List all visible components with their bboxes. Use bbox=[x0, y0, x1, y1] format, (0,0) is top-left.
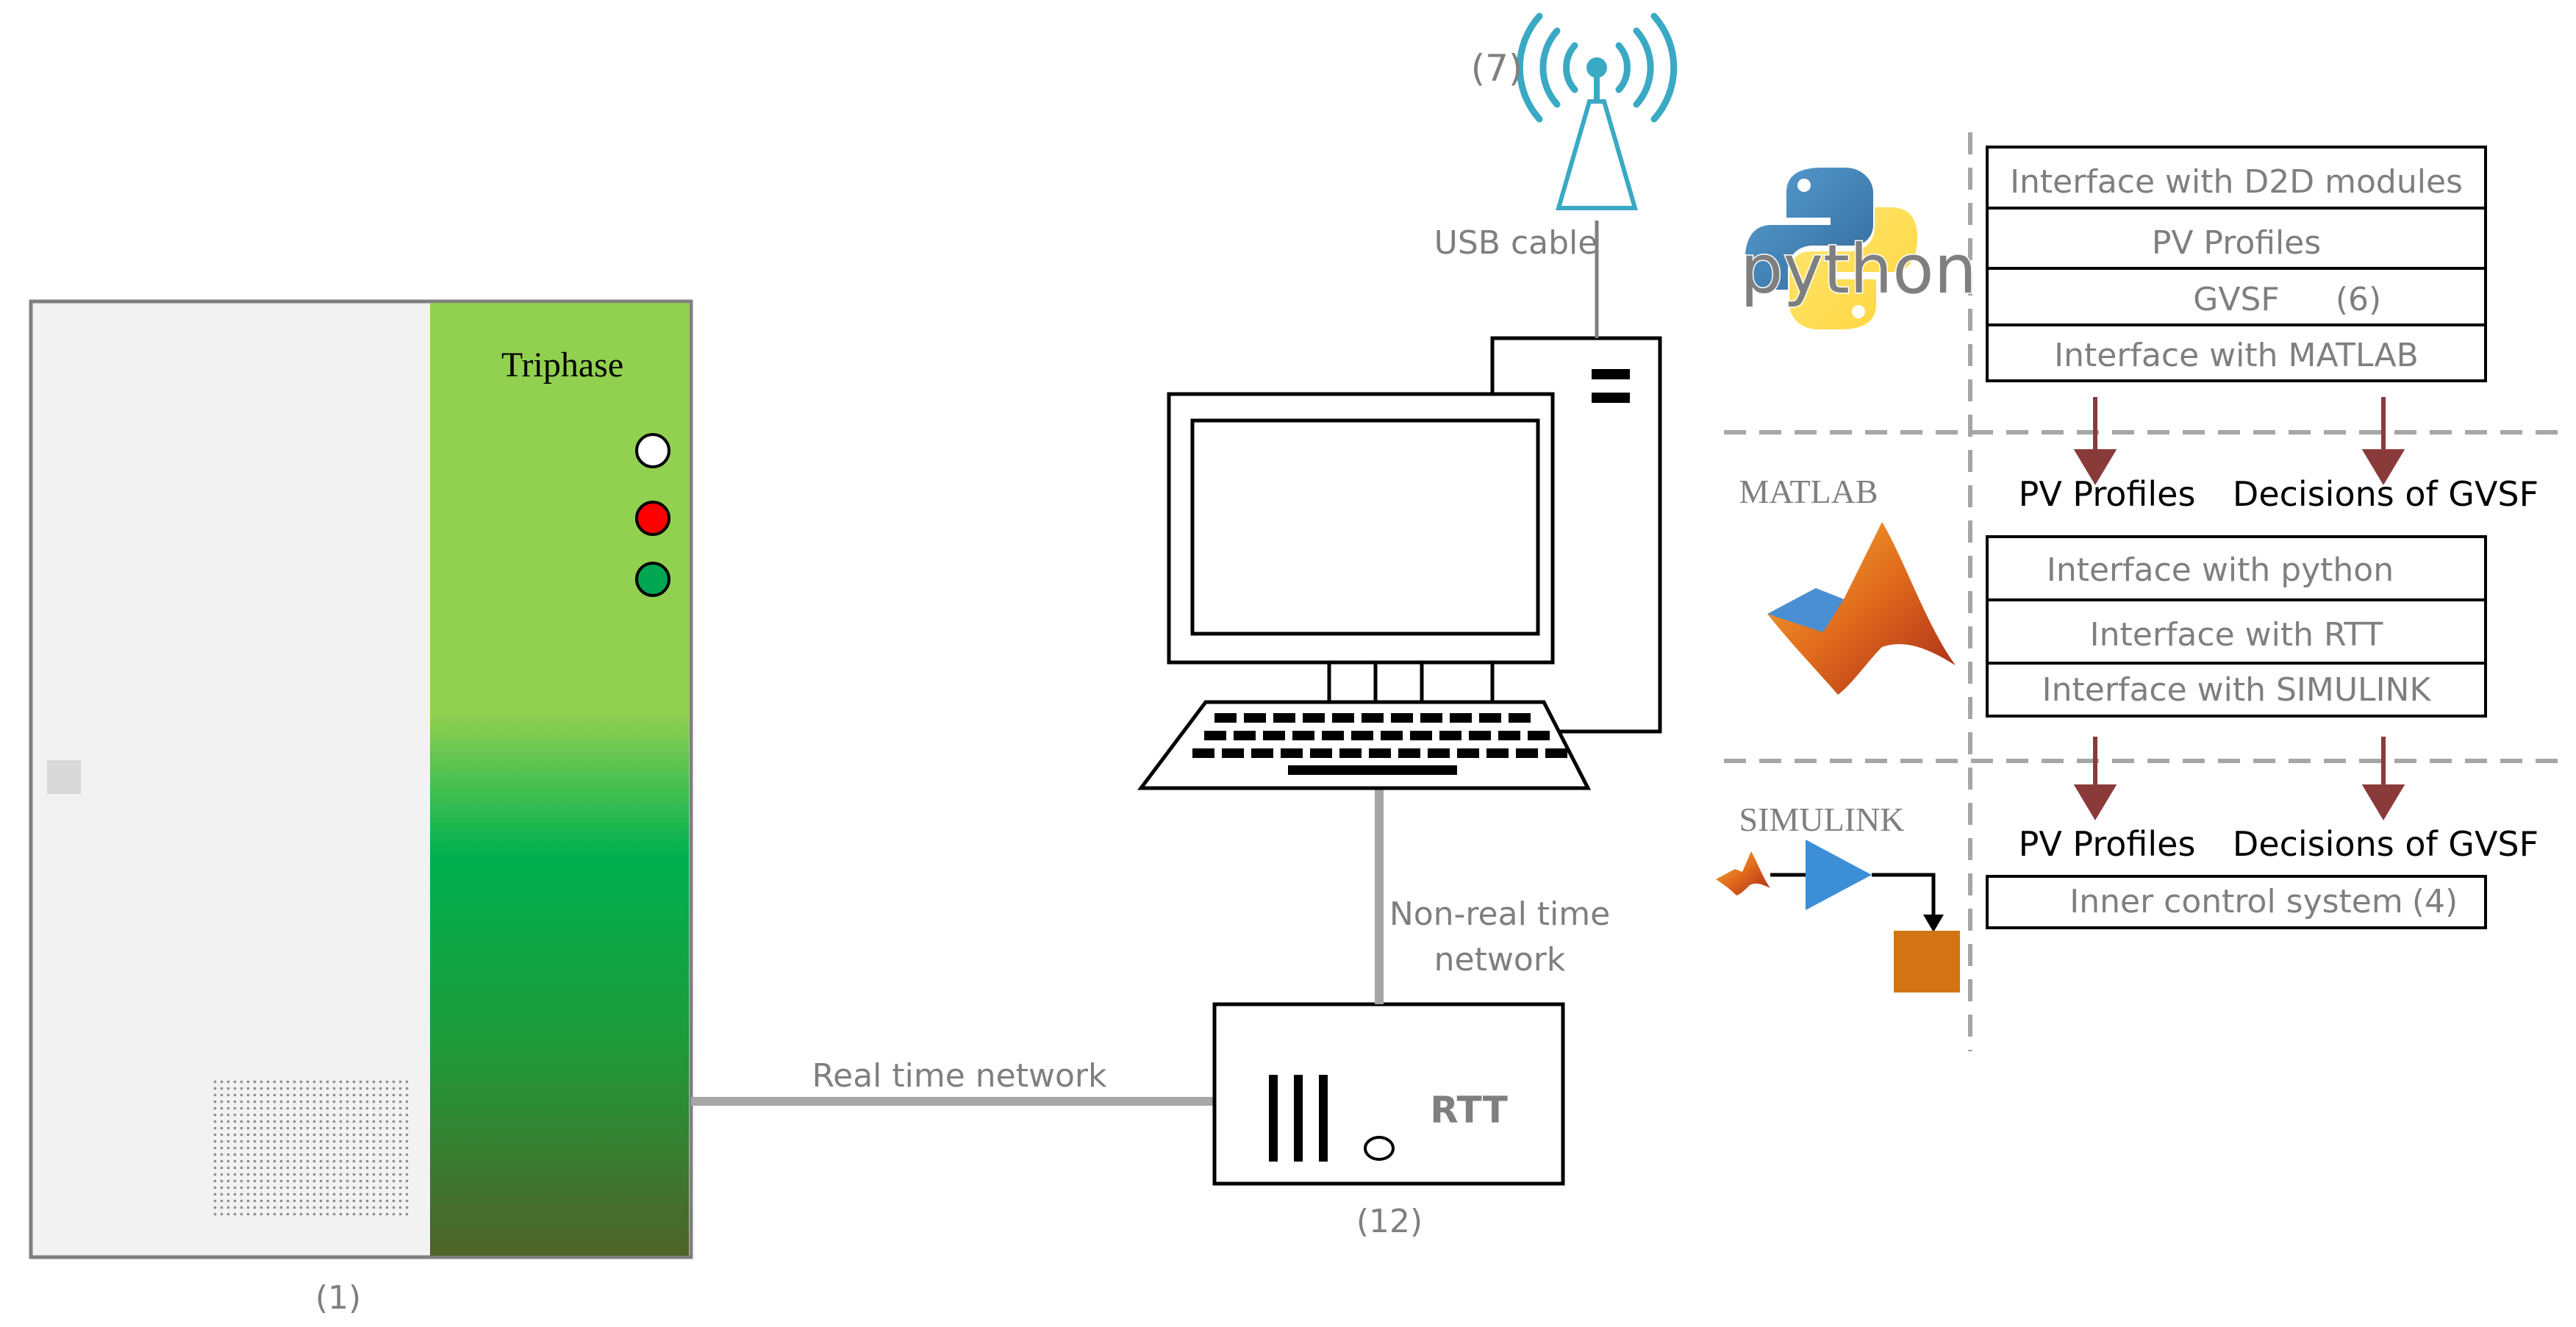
non-real-time-network-label-line1: Non-real time bbox=[1389, 895, 1610, 933]
keyboard bbox=[1137, 700, 1592, 790]
antenna-label: (7) bbox=[1471, 47, 1523, 90]
tower-drive-2 bbox=[1592, 393, 1630, 403]
desktop-computer-icon bbox=[1137, 336, 1662, 790]
red-led bbox=[635, 501, 670, 536]
triphase-title: Triphase bbox=[501, 346, 623, 384]
vent-grille bbox=[213, 1079, 410, 1216]
arrow-down-icon bbox=[2361, 784, 2405, 820]
rtt-slot-2 bbox=[1294, 1075, 1303, 1162]
arrow-down-icon bbox=[2073, 449, 2117, 485]
python-row-pv bbox=[1986, 207, 2487, 270]
keyboard-keys bbox=[1192, 713, 1567, 775]
matlab-row-rtt-label: Interface with RTT bbox=[2090, 616, 2383, 654]
python-logo: python bbox=[1739, 168, 1978, 329]
triphase-cabinet: Triphase (1) bbox=[29, 299, 693, 1317]
simulink-row-inner-control-label: Inner control system bbox=[2069, 883, 2403, 920]
python-row-pv-label: PV Profiles bbox=[2152, 224, 2321, 262]
matlab-logo bbox=[1767, 522, 1956, 695]
matlab-arrow-label-pv: PV Profiles bbox=[2019, 474, 2196, 514]
simulink-output-block bbox=[1894, 931, 1960, 992]
python-to-matlab-arrows bbox=[2073, 397, 2405, 485]
inner-control-reference: (4) bbox=[2412, 883, 2458, 920]
matlab-mini-icon bbox=[1716, 851, 1770, 895]
tower-drive-1 bbox=[1592, 369, 1630, 379]
python-row-gvsf bbox=[1986, 267, 2487, 326]
antenna-mast bbox=[1556, 99, 1638, 210]
matlab-logo-text: MATLAB bbox=[1739, 473, 1878, 510]
matlab-stack: Interface with python Interface with RTT… bbox=[1986, 535, 2487, 718]
gvsf-reference: (6) bbox=[2336, 281, 2381, 318]
matlab-row-simulink-label: Interface with SIMULINK bbox=[2042, 671, 2432, 709]
python-logo-text: python bbox=[1740, 230, 1977, 309]
antenna-emitter bbox=[1586, 57, 1607, 78]
white-led bbox=[635, 433, 670, 468]
matlab-arrow-label-gvsf: Decisions of GVSF bbox=[2233, 474, 2539, 514]
python-row-d2d-label: Interface with D2D modules bbox=[2010, 163, 2463, 201]
matlab-row-python bbox=[1986, 535, 2487, 601]
matlab-row-python-label: Interface with python bbox=[2047, 551, 2394, 589]
python-row-d2d bbox=[1986, 146, 2487, 210]
python-logo-blue bbox=[1745, 168, 1873, 290]
matlab-membrane-icon bbox=[1767, 522, 1956, 695]
python-logo-yellow bbox=[1789, 207, 1917, 329]
usb-cable-label: USB cable bbox=[1434, 224, 1598, 262]
python-row-matlab-label: Interface with MATLAB bbox=[2054, 337, 2419, 374]
rtt-caption: (12) bbox=[1356, 1203, 1423, 1240]
python-row-gvsf-label: GVSF bbox=[2193, 281, 2279, 318]
rtt-device: RTT (12) bbox=[1212, 1002, 1565, 1240]
matlab-to-simulink-arrows bbox=[2073, 737, 2405, 820]
non-real-time-network-label-line2: network bbox=[1434, 941, 1566, 979]
rtt-label: RTT bbox=[1430, 1089, 1508, 1131]
simulink-stack: Inner control system (4) bbox=[1986, 875, 2487, 929]
triphase-caption: (1) bbox=[315, 1279, 361, 1317]
gain-block bbox=[1806, 840, 1872, 910]
arrow-down-icon bbox=[1923, 915, 1944, 932]
green-led bbox=[635, 562, 670, 597]
simulink-arrow-label-pv: PV Profiles bbox=[2019, 824, 2196, 864]
simulink-arrow-label-gvsf: Decisions of GVSF bbox=[2233, 824, 2539, 864]
rtt-slot-3 bbox=[1319, 1075, 1328, 1162]
rtt-power-led bbox=[1364, 1136, 1395, 1161]
antenna-icon: (7) bbox=[1471, 12, 1678, 210]
section-separators bbox=[1724, 132, 2566, 1051]
arrow-down-icon bbox=[2361, 449, 2405, 485]
arrow-down-icon bbox=[2073, 784, 2117, 820]
rtt-slot-1 bbox=[1269, 1075, 1278, 1162]
python-stack: Interface with D2D modules PV Profiles G… bbox=[1986, 146, 2487, 382]
monitor-screen bbox=[1190, 418, 1540, 636]
real-time-network-label: Real time network bbox=[812, 1057, 1107, 1095]
python-row-matlab bbox=[1986, 323, 2487, 382]
cabinet-handle bbox=[47, 760, 81, 794]
simulink-model-icon bbox=[1716, 840, 1960, 992]
simulink-row-inner-control bbox=[1986, 875, 2487, 929]
simulink-logo-text: SIMULINK bbox=[1739, 801, 1905, 838]
matlab-row-simulink bbox=[1986, 662, 2487, 718]
antenna-waves bbox=[1516, 12, 1678, 123]
